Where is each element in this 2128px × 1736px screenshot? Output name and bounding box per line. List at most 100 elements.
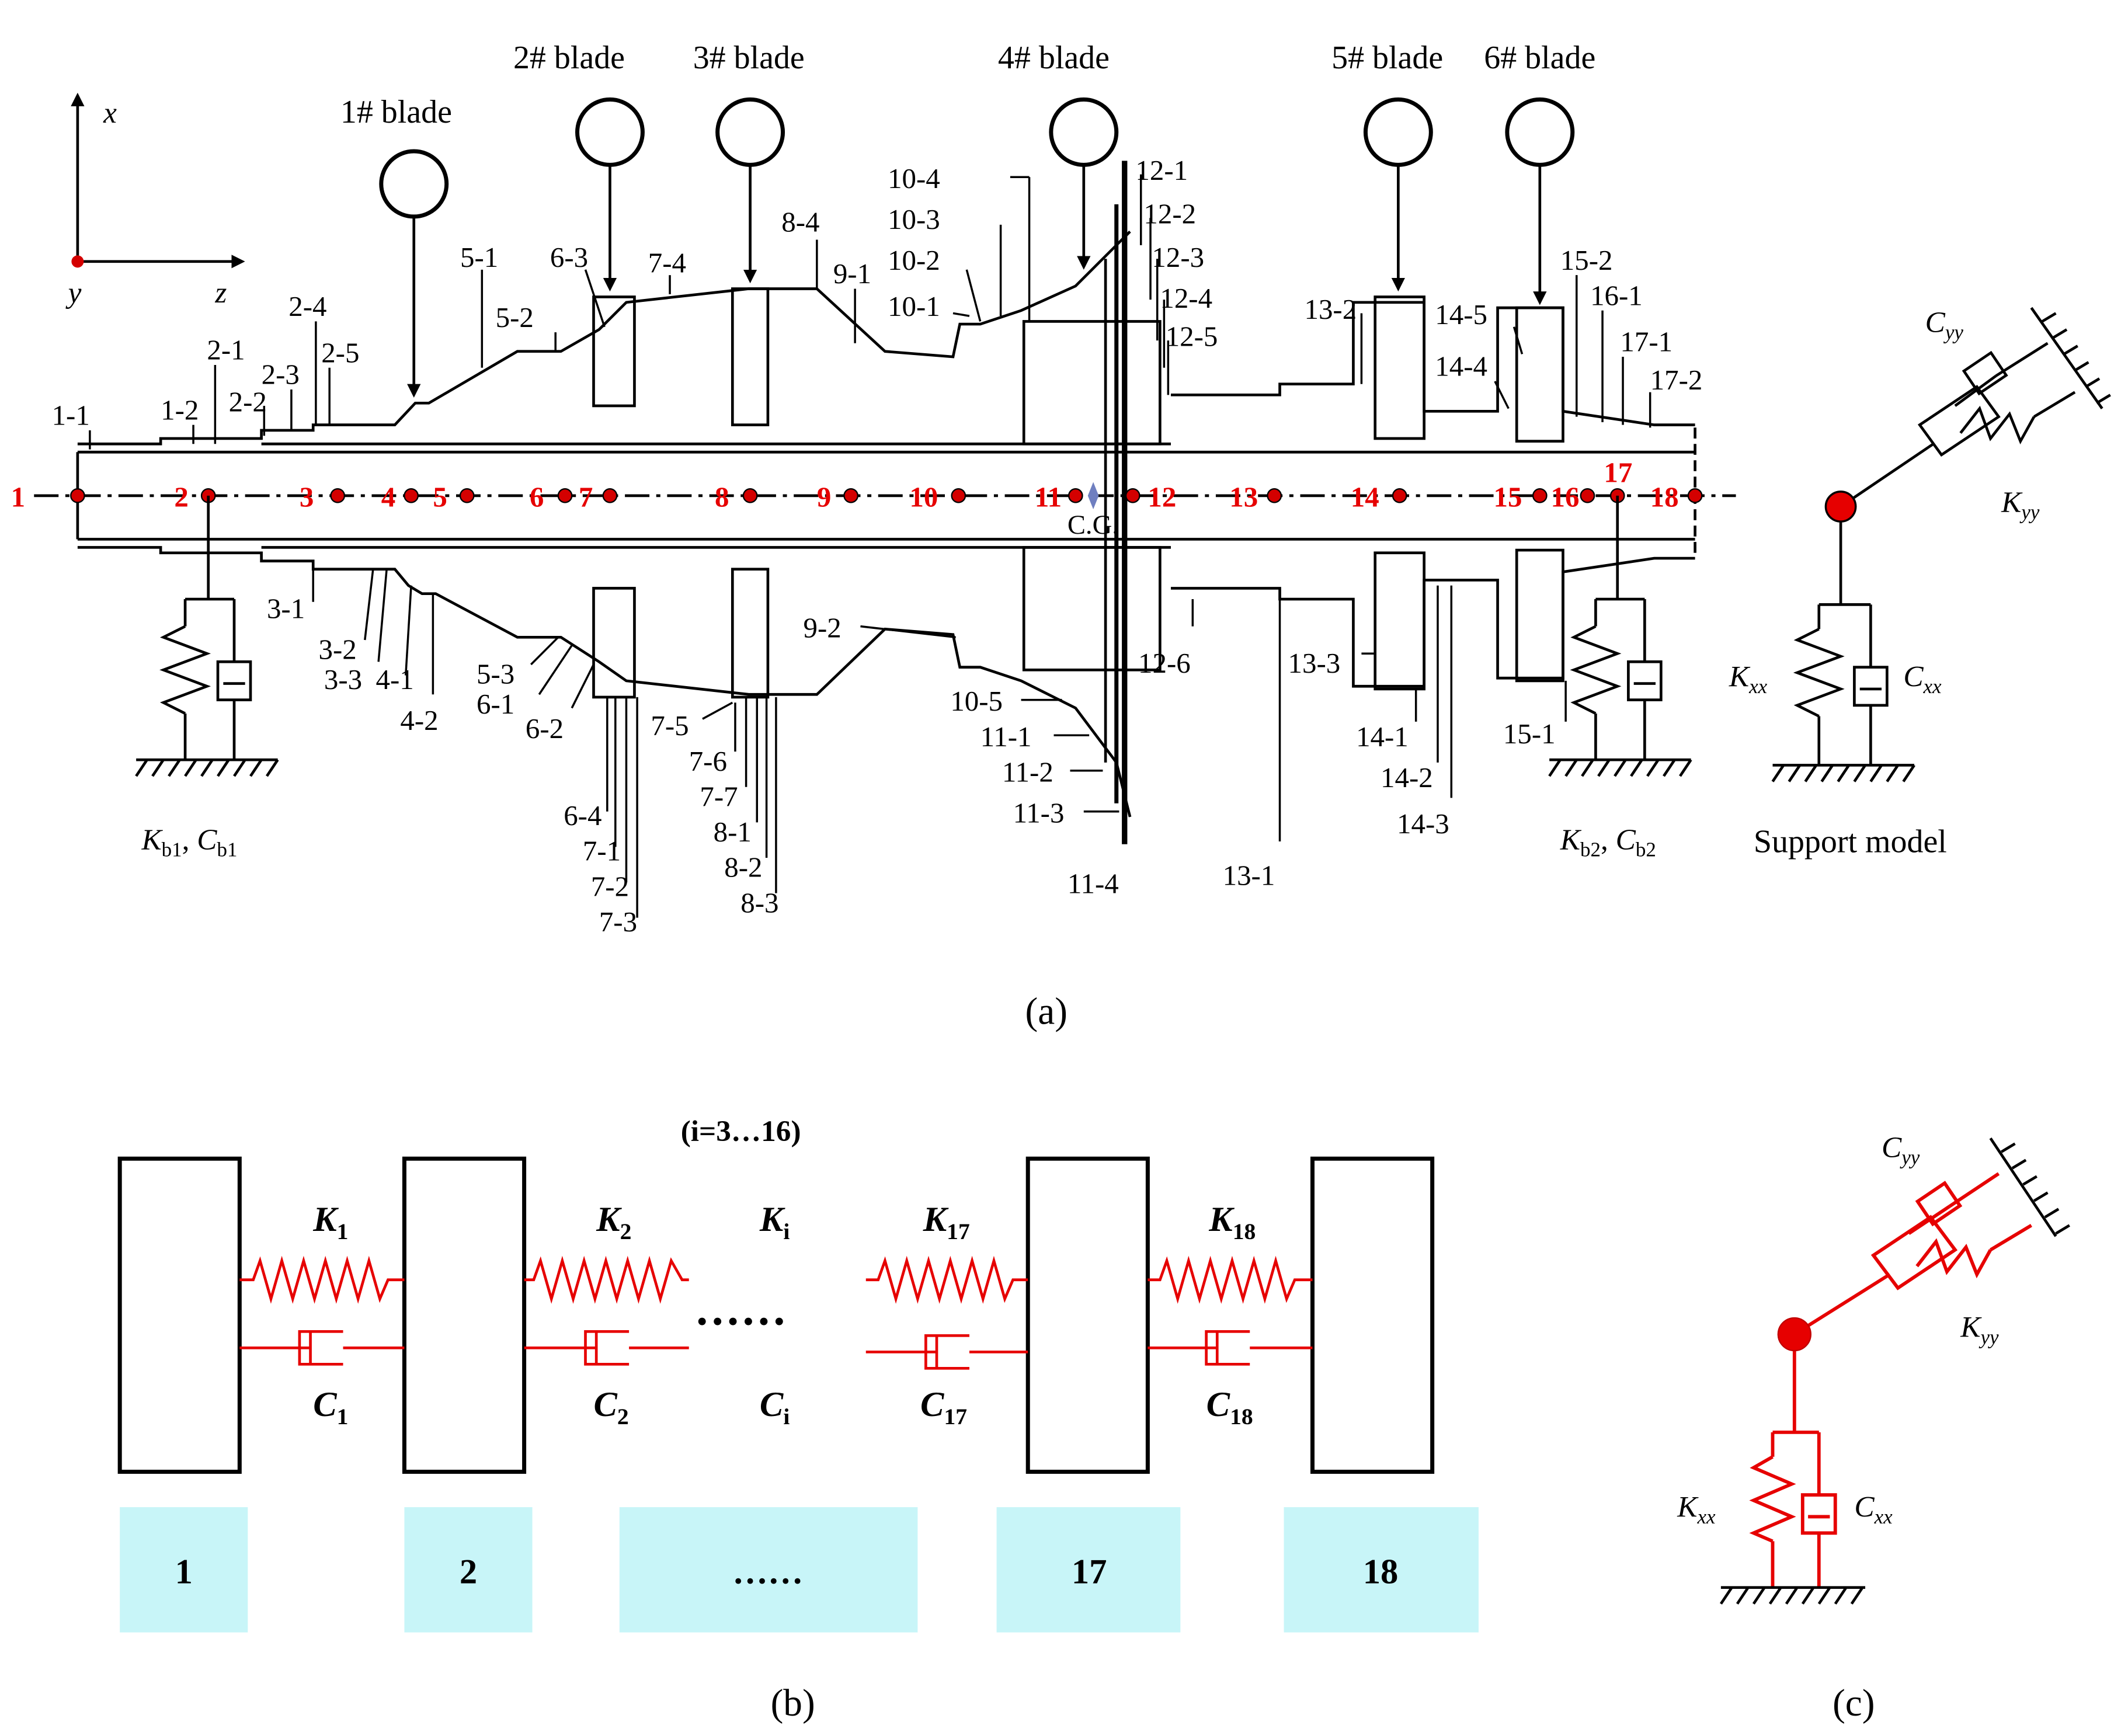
element-label: 4-2 bbox=[400, 704, 438, 736]
element-label: 14-3 bbox=[1397, 808, 1449, 840]
node-dot-11 bbox=[1068, 488, 1083, 503]
damping-labels: C1 C2 Ci C17 C18 bbox=[313, 1385, 1253, 1429]
node-dot-4 bbox=[404, 488, 419, 503]
node-markers bbox=[70, 488, 1703, 503]
node-dot-12 bbox=[1125, 488, 1141, 503]
blade-label-3: 3# blade bbox=[693, 40, 805, 76]
index-box-label-17: 17 bbox=[1072, 1553, 1107, 1592]
node-dot-14 bbox=[1392, 488, 1407, 503]
blade-mass-5 bbox=[1363, 97, 1433, 167]
element-label: 12-1 bbox=[1135, 154, 1188, 186]
mass-block-1 bbox=[117, 1156, 242, 1474]
stiffness-label-17: K17 bbox=[923, 1200, 970, 1244]
element-label: 5-2 bbox=[496, 301, 534, 333]
cg-label: C.G. bbox=[1068, 510, 1119, 540]
cg-marker bbox=[1087, 482, 1099, 510]
element-label: 13-2 bbox=[1304, 293, 1357, 325]
node-dot-8 bbox=[742, 488, 758, 503]
blade-label-4: 4# blade bbox=[998, 40, 1110, 76]
node-label-7: 7 bbox=[579, 481, 593, 513]
element-label: 10-5 bbox=[950, 685, 1003, 717]
index-note: (i=3…16) bbox=[681, 1115, 801, 1148]
node-dot-5 bbox=[459, 488, 475, 503]
bearing-2-label: Kb2, Cb2 bbox=[1560, 823, 1656, 861]
element-label: 12-4 bbox=[1160, 282, 1212, 314]
damping-label-18: C18 bbox=[1206, 1385, 1253, 1429]
mass-block-17 bbox=[1025, 1156, 1150, 1474]
node-dot-6 bbox=[557, 488, 573, 503]
element-label: 12-6 bbox=[1138, 647, 1191, 679]
element-label: 7-2 bbox=[591, 870, 629, 902]
element-label: 2-1 bbox=[207, 334, 245, 366]
axis-origin bbox=[71, 255, 84, 268]
bearing-1-label: Kb1, Cb1 bbox=[141, 823, 237, 861]
element-label: 14-4 bbox=[1435, 350, 1487, 382]
element-labels: 1-1 1-2 2-1 2-2 2-3 2-4 2-5 3-1 3-2 3-3 … bbox=[52, 154, 1703, 938]
blade-mass-3 bbox=[715, 97, 785, 167]
element-label: 6-4 bbox=[564, 799, 601, 832]
node-labels: 1 2 3 4 5 6 7 8 9 10 11 12 13 14 15 16 1… bbox=[11, 457, 1679, 513]
node-label-12: 12 bbox=[1148, 481, 1176, 513]
node-label-9: 9 bbox=[817, 481, 831, 513]
support-mass-c bbox=[1777, 1317, 1811, 1352]
element-label: 3-2 bbox=[319, 634, 357, 666]
support-kyy-label: Kyy bbox=[2001, 486, 2040, 524]
support-mass-a bbox=[1824, 490, 1857, 523]
element-label: 6-2 bbox=[526, 712, 564, 745]
support-model-c bbox=[1749, 1172, 2032, 1588]
node-dot-13 bbox=[1267, 488, 1282, 503]
element-label: 2-5 bbox=[321, 336, 359, 368]
element-label: 8-4 bbox=[781, 206, 819, 238]
support-model-caption: Support model bbox=[1754, 824, 1947, 860]
support-c-kxx-label: Kxx bbox=[1677, 1490, 1716, 1528]
node-dot-1 bbox=[70, 488, 85, 503]
stiffness-label-1: K1 bbox=[312, 1200, 348, 1244]
element-label: 9-1 bbox=[833, 258, 871, 290]
node-label-14: 14 bbox=[1351, 481, 1379, 513]
element-label: 1-1 bbox=[52, 399, 90, 432]
node-label-2: 2 bbox=[174, 481, 188, 513]
panel-b: (i=3…16) ······ bbox=[117, 1115, 1479, 1724]
blade-labels: 1# blade 2# blade 3# blade 4# blade 5# b… bbox=[340, 40, 1595, 130]
blade-mass-2 bbox=[575, 97, 645, 167]
element-label: 7-1 bbox=[583, 835, 621, 867]
panel-b-caption: (b) bbox=[771, 1682, 815, 1724]
stiffness-label-18: K18 bbox=[1208, 1200, 1256, 1244]
element-label: 13-1 bbox=[1223, 860, 1275, 892]
element-leaders bbox=[89, 174, 1651, 918]
panel-c: Cyy Kyy Kxx Cxx (c) bbox=[1677, 1131, 2070, 1724]
blade-label-1: 1# blade bbox=[340, 94, 452, 130]
ground-c bbox=[1719, 1137, 2070, 1605]
element-label: 10-2 bbox=[888, 244, 940, 276]
node-label-5: 5 bbox=[433, 481, 447, 513]
element-label: 10-4 bbox=[888, 162, 940, 194]
node-dot-10 bbox=[951, 488, 966, 503]
element-label: 12-5 bbox=[1166, 320, 1218, 352]
element-label: 13-3 bbox=[1288, 647, 1341, 679]
element-label: 16-1 bbox=[1590, 279, 1643, 311]
element-label: 5-1 bbox=[460, 241, 498, 273]
support-cyy-label: Cyy bbox=[1925, 306, 1964, 344]
bearing-1 bbox=[135, 495, 279, 777]
support-model-a bbox=[1771, 307, 2111, 782]
element-label: 17-1 bbox=[1620, 326, 1673, 358]
index-box-label-18: 18 bbox=[1363, 1553, 1399, 1592]
gap-dots: ······ bbox=[694, 1296, 787, 1348]
node-dot-18 bbox=[1687, 488, 1703, 503]
mass-blocks bbox=[117, 1156, 1435, 1474]
element-label: 5-3 bbox=[477, 658, 514, 690]
element-label: 2-2 bbox=[229, 385, 267, 418]
element-label: 14-5 bbox=[1435, 298, 1487, 330]
axis-y-label: y bbox=[65, 276, 82, 309]
panel-c-caption: (c) bbox=[1833, 1682, 1875, 1724]
panel-a-caption: (a) bbox=[1025, 990, 1068, 1032]
node-label-1: 1 bbox=[11, 481, 25, 513]
damping-label-2: C2 bbox=[593, 1385, 628, 1429]
springs-dampers bbox=[239, 1255, 1313, 1370]
element-label: 7-5 bbox=[651, 709, 689, 742]
rotor-shaft bbox=[76, 161, 1696, 844]
element-label: 2-3 bbox=[262, 359, 300, 391]
support-cxx-label: Cxx bbox=[1903, 660, 1942, 698]
node-dot-3 bbox=[330, 488, 346, 503]
